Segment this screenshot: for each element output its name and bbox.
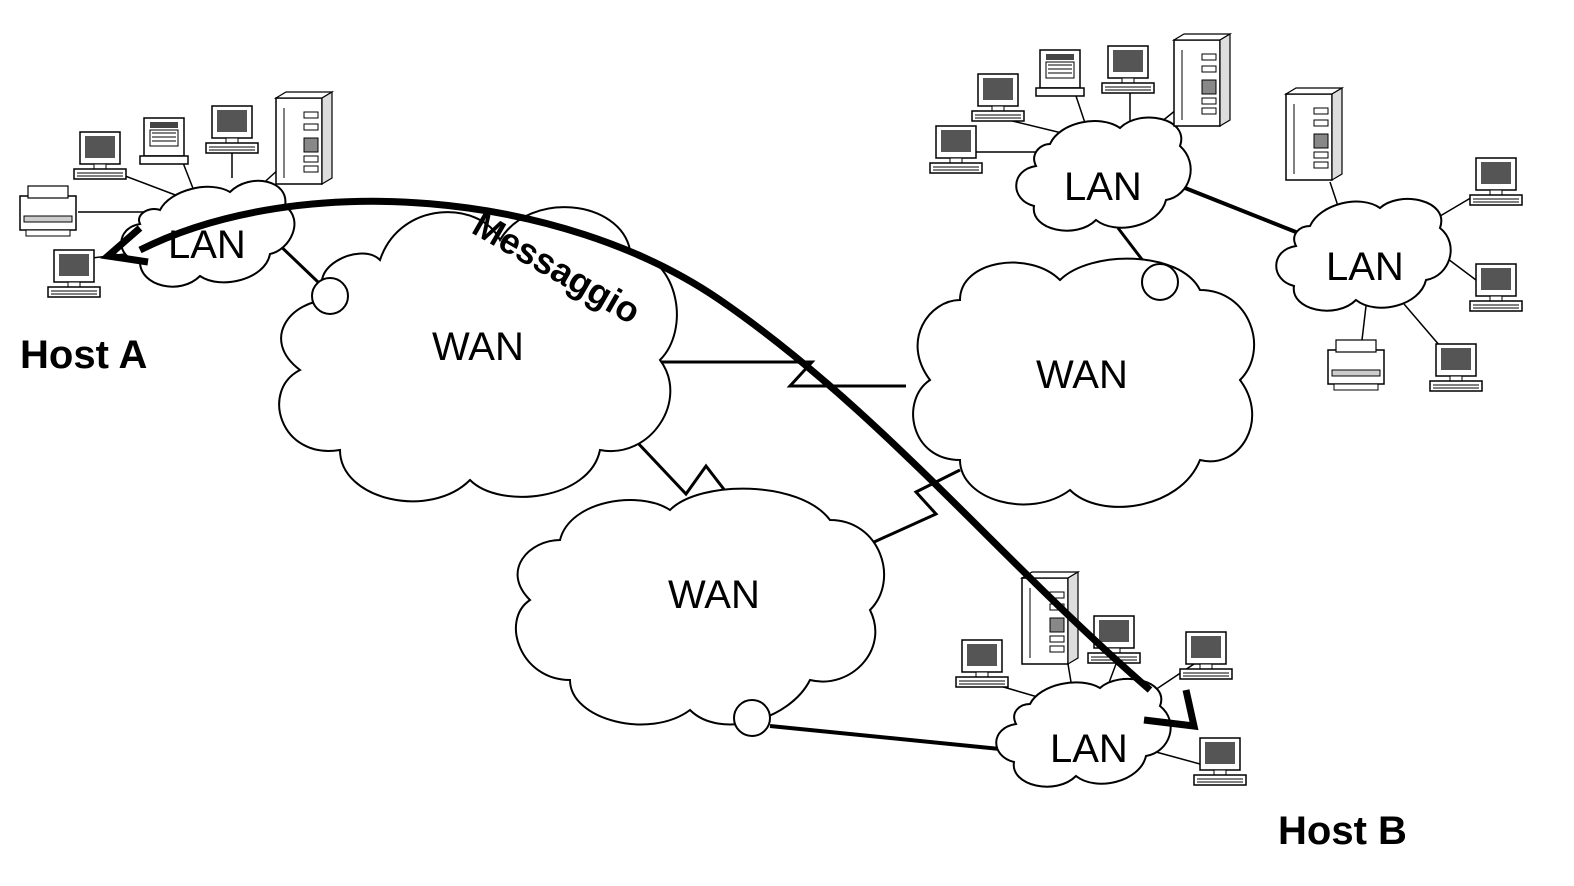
wan-left-label: WAN	[432, 325, 524, 369]
pc-icon	[929, 125, 983, 174]
wan-cloud-left: WAN	[278, 206, 678, 503]
pc-icon	[1101, 45, 1155, 94]
wan-right-label: WAN	[1036, 353, 1128, 397]
host-b-label: Host B	[1278, 809, 1407, 853]
pc-icon	[1469, 157, 1523, 206]
workstation-icon	[139, 117, 189, 165]
lan-cloud-far-right: LAN	[1275, 197, 1452, 312]
pc-icon	[73, 131, 127, 180]
arrowhead-right-icon	[1143, 689, 1199, 731]
lan-cloud-top-right: LAN	[1015, 116, 1192, 232]
lan-cloud-b: LAN	[995, 677, 1172, 788]
pc-icon	[1469, 263, 1523, 312]
server-tower-icon	[1285, 87, 1343, 181]
lan-b-label: LAN	[1050, 727, 1128, 771]
network-links	[270, 184, 1307, 752]
lan-far-right-label: LAN	[1326, 245, 1404, 289]
workstation-icon	[1035, 49, 1085, 97]
pc-icon	[205, 105, 259, 154]
pc-icon	[1179, 631, 1233, 680]
wan-cloud-bottom: WAN	[514, 487, 886, 737]
lan-cloud-a: LAN	[120, 179, 296, 288]
pc-icon	[1429, 343, 1483, 392]
pc-icon	[971, 73, 1025, 122]
server-tower-icon	[275, 91, 333, 185]
host-a-pc-icon	[47, 249, 101, 298]
wan-cloud-right: WAN	[912, 257, 1256, 508]
wan-bottom-label: WAN	[668, 573, 760, 617]
host-b-pc-icon	[1193, 737, 1247, 786]
server-tower-icon	[1173, 33, 1231, 127]
printer-icon	[19, 185, 77, 237]
lan-top-right-label: LAN	[1064, 165, 1142, 209]
printer-icon	[1327, 339, 1385, 391]
arrowhead-left-icon	[100, 225, 149, 266]
pc-icon	[955, 639, 1009, 688]
host-a-label: Host A	[20, 333, 147, 377]
